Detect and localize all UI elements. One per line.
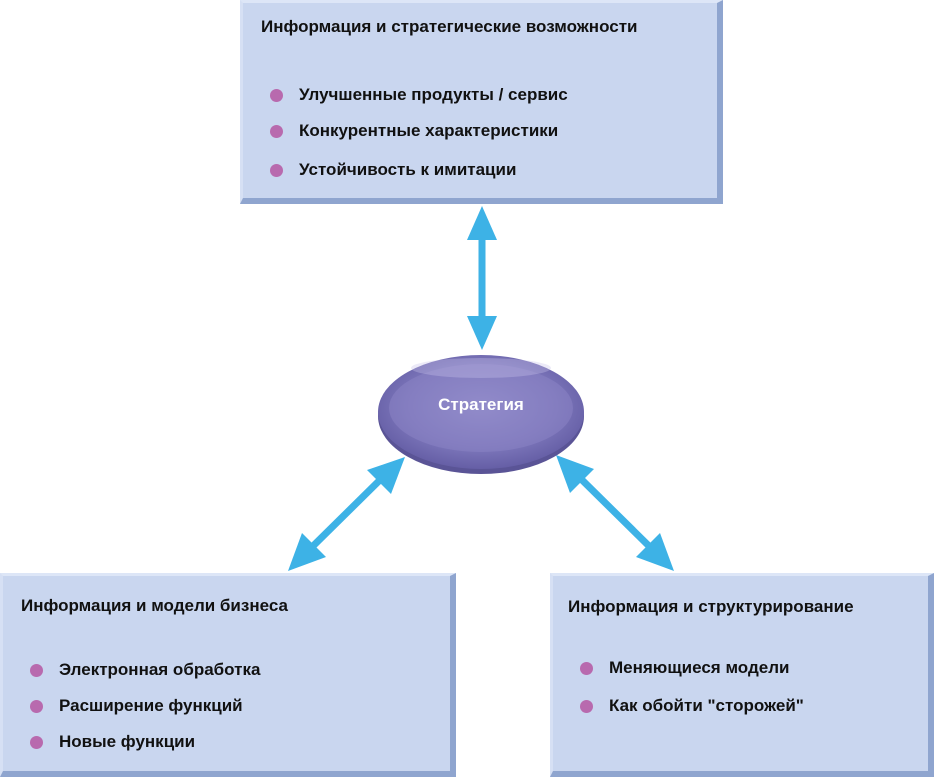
list-item: Конкурентные характеристики: [270, 121, 558, 141]
bullet-icon: [270, 163, 283, 177]
list-item: Новые функции: [30, 732, 195, 752]
list-item-label: Улучшенные продукты / сервис: [299, 85, 568, 104]
bullet-icon: [270, 88, 283, 102]
strategy-label: Стратегия: [438, 395, 524, 414]
left-box: Информация и модели бизнеса Электронная …: [0, 573, 456, 777]
list-item-label: Новые функции: [59, 732, 196, 751]
top-box-title: Информация и стратегические возможности: [261, 17, 638, 36]
list-item: Устойчивость к имитации: [270, 160, 516, 180]
list-item-label: Как обойти "сторожей": [609, 696, 804, 715]
bullet-icon: [580, 661, 593, 675]
strategy-ellipse: [378, 355, 584, 474]
right-box: Информация и структурирование Меняющиеся…: [550, 573, 934, 777]
list-item: Улучшенные продукты / сервис: [270, 85, 568, 105]
bullet-icon: [580, 699, 593, 713]
list-item: Меняющиеся модели: [580, 658, 789, 678]
right-box-title: Информация и структурирование: [568, 597, 854, 616]
list-item: Расширение функций: [30, 696, 243, 716]
top-box: Информация и стратегические возможности …: [240, 0, 723, 204]
list-item-label: Электронная обработка: [59, 660, 261, 679]
double-arrow-right: [556, 455, 674, 571]
double-arrow-left: [288, 457, 405, 571]
double-arrow-top: [467, 206, 497, 350]
list-item-label: Конкурентные характеристики: [299, 121, 559, 140]
bullet-icon: [30, 663, 43, 677]
list-item: Электронная обработка: [30, 660, 260, 680]
bullet-icon: [30, 699, 43, 713]
bullet-icon: [270, 124, 283, 138]
list-item-label: Расширение функций: [59, 696, 243, 715]
list-item: Как обойти "сторожей": [580, 696, 804, 716]
bullet-icon: [30, 735, 43, 749]
left-box-title: Информация и модели бизнеса: [21, 596, 288, 615]
list-item-label: Меняющиеся модели: [609, 658, 790, 677]
list-item-label: Устойчивость к имитации: [299, 160, 517, 179]
